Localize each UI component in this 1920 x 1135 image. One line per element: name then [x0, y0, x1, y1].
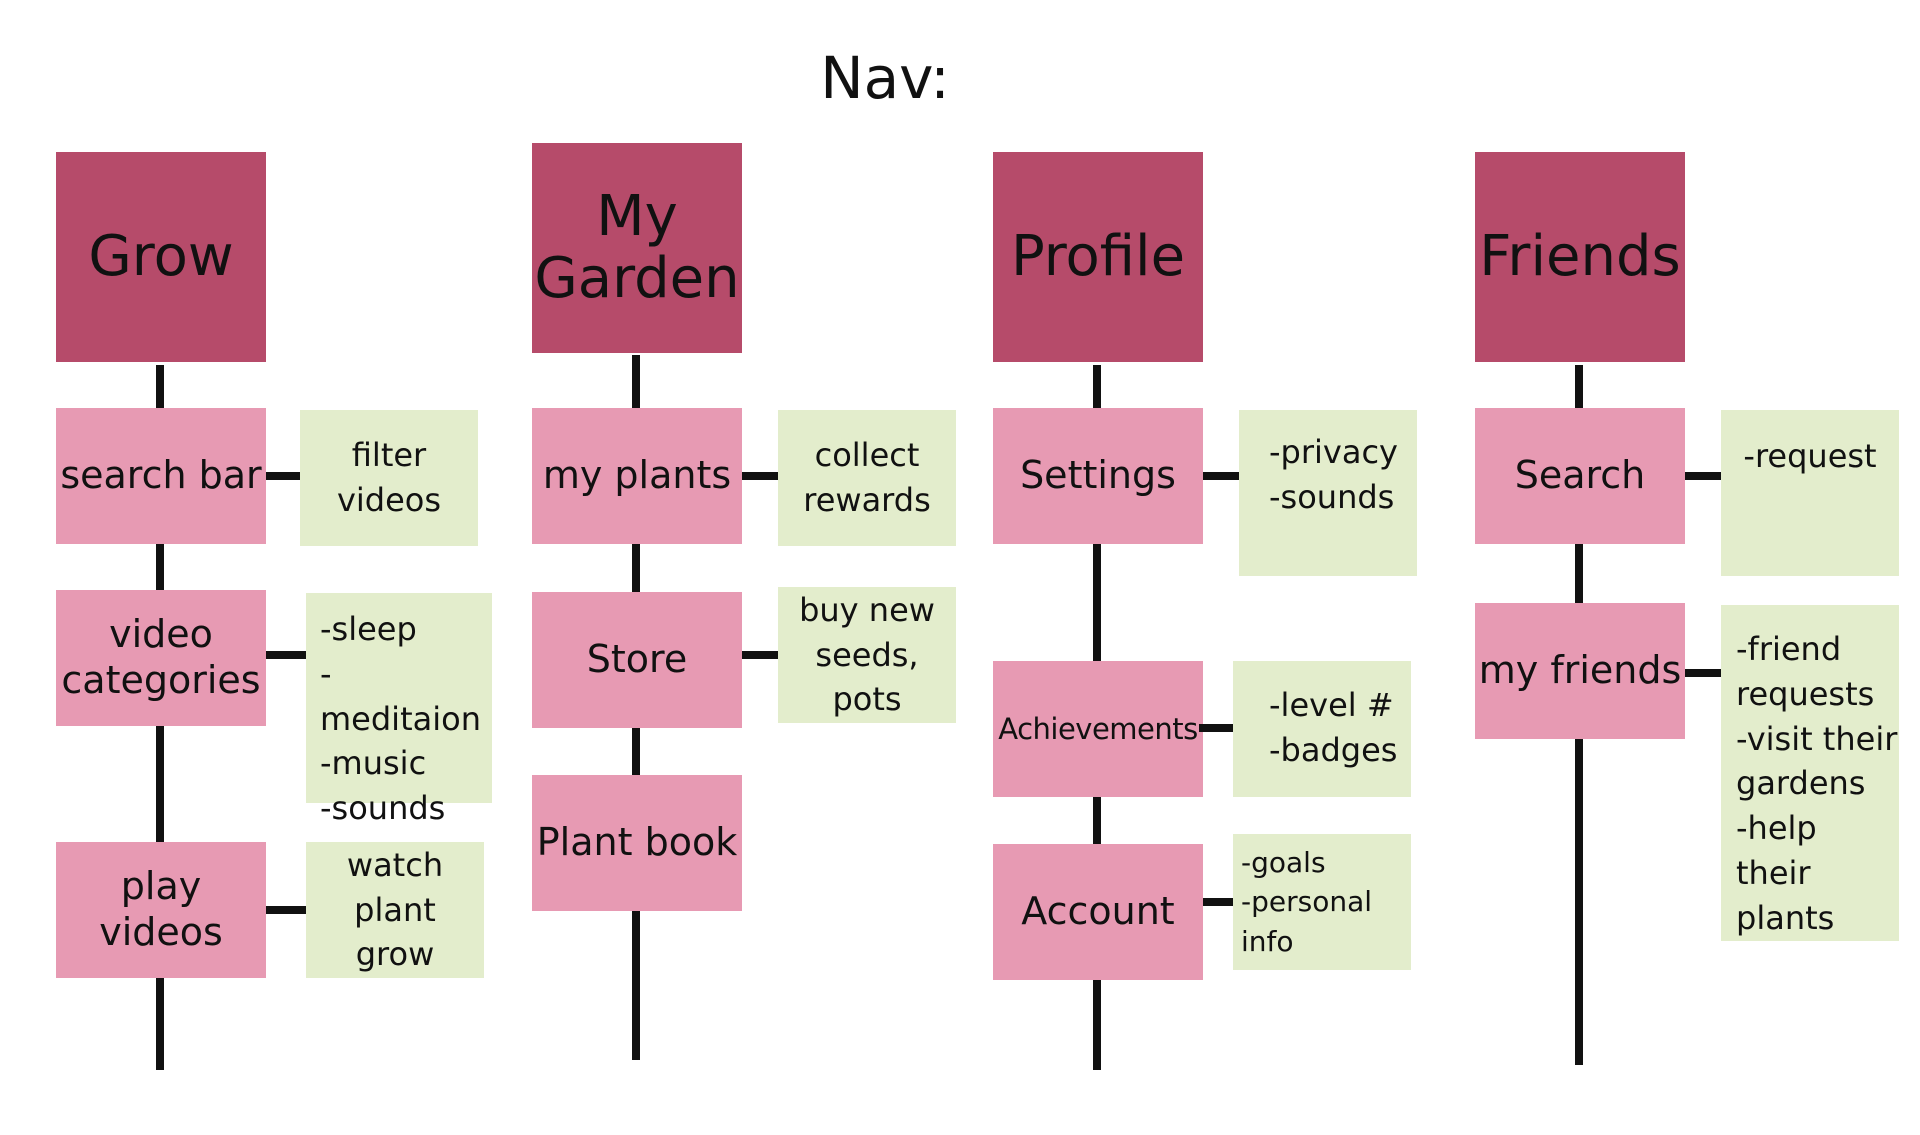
grow-search-bar: search bar — [56, 408, 266, 544]
nav-friends: Friends — [1475, 152, 1685, 362]
connector-line — [266, 472, 300, 480]
connector-line — [1685, 669, 1721, 677]
garden-store-note: buy new seeds, pots — [778, 587, 956, 723]
friends-search: Search — [1475, 408, 1685, 544]
friends-search-note: -request — [1721, 410, 1899, 576]
garden-store: Store — [532, 592, 742, 728]
diagram-title: Nav: — [820, 44, 950, 112]
grow-categories-note: -sleep -meditaion -music -sounds — [306, 593, 492, 827]
grow-video-categories: video categories — [56, 590, 266, 726]
profile-settings-note: -privacy -sounds — [1239, 410, 1417, 576]
profile-achievements: Achievements — [993, 661, 1203, 797]
garden-plants-note: collect rewards — [778, 410, 956, 546]
connector-line — [742, 472, 778, 480]
garden-my-plants: my plants — [532, 408, 742, 544]
connector-line — [742, 651, 778, 659]
friends-my-friends: my friends — [1475, 603, 1685, 739]
connector-line — [1685, 472, 1721, 480]
nav-my-garden: My Garden — [532, 143, 742, 353]
nav-profile: Profile — [993, 152, 1203, 362]
friends-my-friends-note: -friend requests -visit their gardens -h… — [1721, 605, 1899, 941]
connector-line — [266, 651, 306, 659]
profile-account: Account — [993, 844, 1203, 980]
connector-line — [1203, 898, 1233, 906]
grow-play-videos: play videos — [56, 842, 266, 978]
grow-play-note: watch plant grow — [306, 842, 484, 978]
profile-account-note: -goals -personal info — [1233, 834, 1411, 970]
profile-achievements-note: -level # -badges — [1233, 661, 1411, 797]
connector-line — [1203, 472, 1239, 480]
garden-plant-book: Plant book — [532, 775, 742, 911]
connector-line — [1199, 724, 1233, 732]
nav-grow: Grow — [56, 152, 266, 362]
profile-settings: Settings — [993, 408, 1203, 544]
grow-search-note: filter videos — [300, 410, 478, 546]
connector-line — [266, 906, 306, 914]
